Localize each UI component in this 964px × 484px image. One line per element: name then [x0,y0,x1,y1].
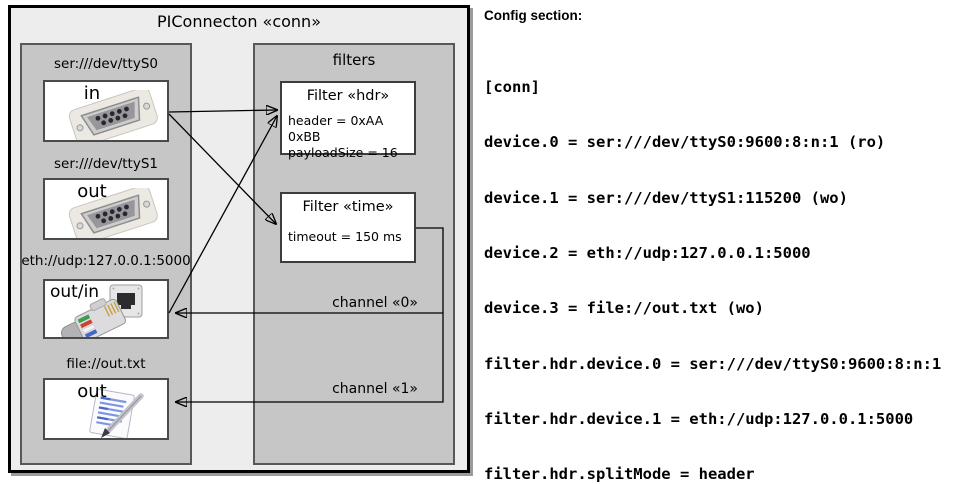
device-uri-ttys1: ser:///dev/ttyS1 [54,156,158,172]
device-uri-ttys0: ser:///dev/ttyS0 [54,56,158,72]
config-line: [conn] [484,77,540,96]
config-line: filter.hdr.device.0 = ser:///dev/ttyS0:9… [484,354,942,373]
config-line: device.0 = ser:///dev/ttyS0:9600:8:n:1 (… [484,133,886,152]
config-text: [conn] device.0 = ser:///dev/ttyS0:9600:… [484,41,951,484]
serial-db9-photo [68,188,158,238]
config-line: filter.hdr.device.1 = eth://udp:127.0.0.… [484,410,914,429]
config-line: device.3 = file://out.txt (wo) [484,299,764,318]
config-line: device.2 = eth://udp:127.0.0.1:5000 [484,243,811,262]
device-direction-label: in [83,83,101,104]
filter-time-title: Filter «time» [302,199,394,215]
device-box-file: out [43,378,169,440]
filter-hdr-box: Filter «hdr» header = 0xAA 0xBB payloadS… [280,81,416,160]
notepad-pen-icon [89,388,144,438]
serial-db9-photo [68,90,158,140]
filter-hdr-attr-payloadsize: payloadSize = 16 [288,145,398,160]
device-uri-file: file://out.txt [66,356,146,372]
config-line: filter.hdr.splitMode = header [484,465,755,484]
device-box-eth: out/in [43,279,169,339]
filter-time-attr-timeout: timeout = 150 ms [288,229,402,244]
ethernet-plug-photo [61,298,126,337]
device-direction-label: out [77,381,107,402]
channel-0-label: channel «0» [332,295,418,311]
config-line: device.1 = ser:///dev/ttyS1:115200 (wo) [484,188,848,207]
filter-hdr-title: Filter «hdr» [306,88,390,104]
filter-time-box: Filter «time» timeout = 150 ms [280,192,416,263]
device-box-ttys1: out [43,178,169,240]
device-direction-label: out/in [50,282,100,302]
device-uri-eth: eth://udp:127.0.0.1:5000 [21,253,191,269]
device-direction-label: out [77,181,107,202]
device-box-ttys0: in [43,80,169,142]
diagram-title: PIConnecton «conn» [157,12,321,31]
filters-panel-title: filters [332,51,376,69]
config-heading: Config section: [484,8,583,23]
channel-1-label: channel «1» [332,381,418,397]
filter-hdr-attr-header: header = 0xAA 0xBB [288,113,384,144]
